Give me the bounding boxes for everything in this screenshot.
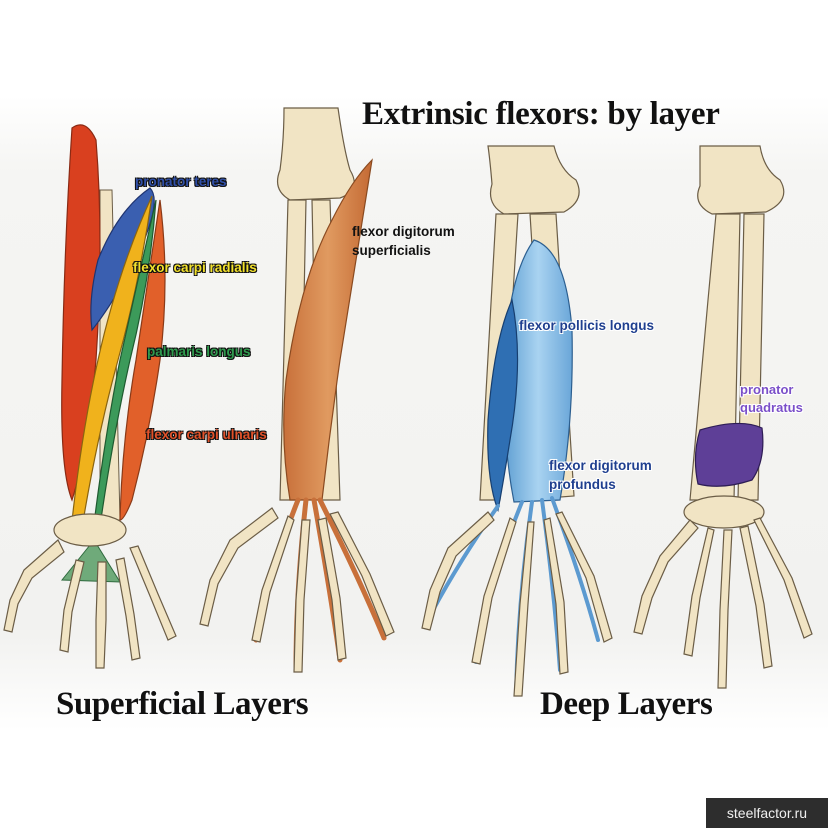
pronator-quadratus-muscle	[694, 422, 764, 487]
superficial-forearm-2	[199, 107, 395, 673]
pronator-teres-muscle	[90, 187, 155, 332]
hand-bones-2	[199, 507, 395, 673]
deep-forearm-1	[421, 145, 613, 697]
label-line: flexor digitorum	[352, 224, 455, 239]
hand-bones-1	[3, 513, 177, 669]
flexor-carpi-ulnaris-muscle	[119, 199, 166, 521]
section-title-deep: Deep Layers	[540, 686, 713, 722]
humerus-bone	[697, 145, 785, 215]
humerus-bone	[277, 107, 355, 201]
humerus-bone	[487, 145, 580, 215]
label-line: flexor digitorum	[549, 458, 652, 473]
label-flexor-digitorum-superficialis: flexor digitorum superficialis	[352, 222, 455, 260]
hand-bones-3	[421, 511, 613, 697]
label-flexor-digitorum-profundus: flexor digitorum profundus	[549, 456, 652, 494]
label-flexor-pollicis-longus: flexor pollicis longus	[519, 318, 655, 333]
label-flexor-carpi-ulnaris: flexor carpi ulnaris	[146, 427, 267, 442]
label-line: superficialis	[352, 243, 431, 258]
label-line: profundus	[549, 477, 616, 492]
flexor-digitorum-superficialis-muscle	[283, 158, 373, 501]
label-flexor-carpi-radialis: flexor carpi radialis	[133, 260, 257, 275]
label-pronator-quadratus: pronator quadratus	[740, 381, 803, 417]
superficial-forearm-1	[3, 124, 177, 669]
figure-title: Extrinsic flexors: by layer	[362, 96, 720, 132]
flexor-pollicis-longus-muscle	[487, 298, 519, 513]
watermark: steelfactor.ru	[706, 798, 828, 828]
deep-forearm-2	[633, 145, 813, 689]
label-pronator-teres: pronator teres	[135, 174, 227, 189]
section-title-superficial: Superficial Layers	[56, 686, 309, 722]
hand-bones-4	[633, 495, 813, 689]
label-line: quadratus	[740, 400, 803, 415]
label-line: pronator	[740, 382, 794, 397]
label-palmaris-longus: palmaris longus	[147, 344, 251, 359]
